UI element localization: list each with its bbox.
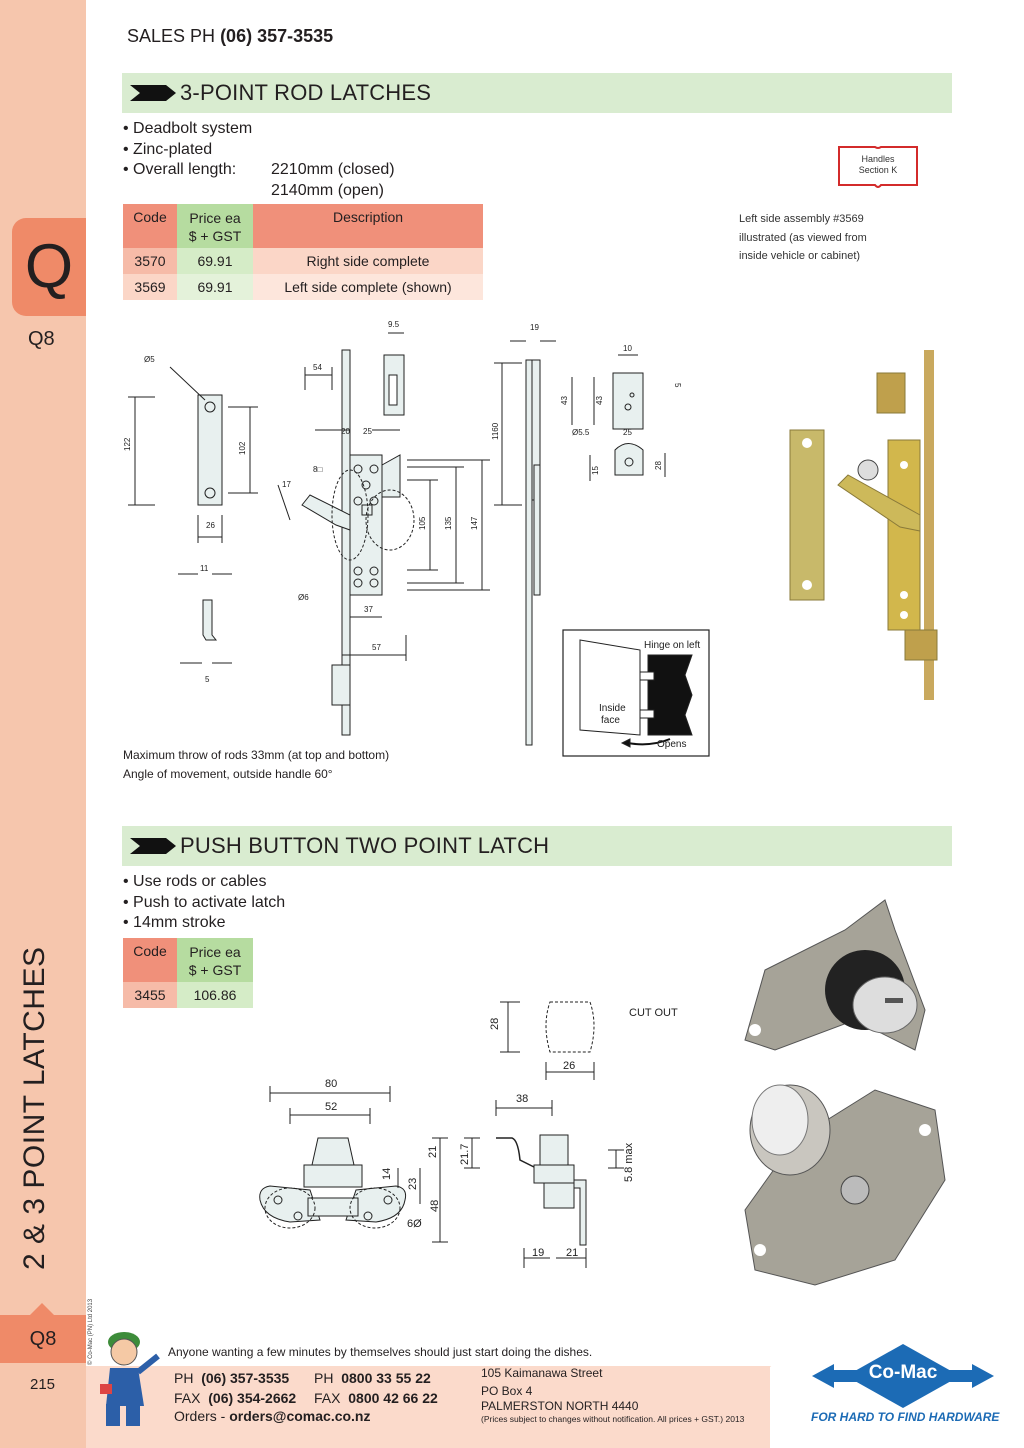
push-button-drawing: 28 26 80 52 21 14 23 48 6Ø 21.7 38 5.8 m…: [259, 1001, 678, 1268]
svg-text:Inside: Inside: [599, 703, 626, 714]
table-row: 3570 69.91 Right side complete: [123, 248, 483, 274]
rod-latch-drawing: Ø5 122 102 26 11 5 54 9.5 20 25 8□ 17 10…: [123, 320, 710, 757]
push-button-photos: [744, 899, 946, 1286]
section-tab-q: Q: [12, 218, 86, 316]
arrow-icon: [130, 85, 176, 101]
list-item: • Use rods or cables: [123, 873, 267, 890]
svg-text:43: 43: [560, 396, 569, 405]
assembly-note: Left side assembly #3569 illustrated (as…: [739, 213, 867, 262]
svg-text:26: 26: [206, 521, 215, 530]
svg-text:21.7: 21.7: [459, 1144, 471, 1165]
svg-text:37: 37: [364, 605, 373, 614]
section1-title: 3-POINT ROD LATCHES: [180, 80, 432, 105]
svg-text:48: 48: [429, 1200, 441, 1212]
overall-length: 2210mm (closed) 2140mm (open): [271, 161, 395, 199]
svg-text:54: 54: [313, 363, 322, 372]
svg-text:28: 28: [654, 461, 663, 470]
svg-text:52: 52: [325, 1101, 337, 1113]
footer-contacts-free: PH 0800 33 55 22 FAX 0800 42 66 22: [314, 1370, 438, 1406]
svg-text:Hinge on left: Hinge on left: [644, 640, 700, 651]
svg-text:102: 102: [238, 441, 247, 455]
footer-address: 105 Kaimanawa Street PO Box 4 PALMERSTON…: [481, 1366, 639, 1413]
throw-notes: Maximum throw of rods 33mm (at top and b…: [123, 748, 390, 781]
svg-text:57: 57: [372, 643, 381, 652]
tab-notch: [30, 1303, 54, 1315]
svg-text:105: 105: [418, 516, 427, 530]
price-table-2: Code Price ea$ + GST 3455 106.86: [123, 938, 253, 1008]
svg-text:10: 10: [623, 344, 632, 353]
footer-tagline: Anyone wanting a few minutes by themselv…: [168, 1345, 593, 1359]
svg-text:20: 20: [341, 427, 350, 436]
svg-text:Ø5.5: Ø5.5: [572, 428, 590, 437]
svg-text:1160: 1160: [491, 422, 500, 440]
list-item: • 14mm stroke: [123, 914, 226, 931]
svg-text:Ø6: Ø6: [298, 593, 309, 602]
list-item: • Deadbolt system: [123, 120, 253, 137]
section-letter: Q: [24, 232, 74, 301]
svg-text:43: 43: [595, 396, 604, 405]
svg-text:Ø5: Ø5: [144, 355, 155, 364]
svg-text:8□: 8□: [313, 465, 322, 474]
col-header-code: Code: [123, 938, 177, 982]
page-code: Q8: [28, 328, 55, 350]
svg-text:6Ø: 6Ø: [407, 1218, 422, 1230]
section2-title: PUSH BUTTON TWO POINT LATCH: [180, 833, 550, 858]
logo-text: Co-Mac: [868, 1362, 938, 1383]
svg-text:147: 147: [470, 516, 479, 530]
col-header-price: Price ea$ + GST: [177, 204, 253, 248]
svg-text:14: 14: [381, 1168, 393, 1180]
svg-text:21: 21: [566, 1247, 578, 1259]
rod-latch-photo: [789, 350, 938, 700]
col-header-description: Description: [253, 204, 483, 248]
svg-text:15: 15: [591, 466, 600, 475]
col-header-code: Code: [123, 204, 177, 248]
logo-slogan: FOR HARD TO FIND HARDWARE: [811, 1410, 1000, 1424]
arrow-icon: [130, 838, 176, 854]
svg-text:19: 19: [532, 1247, 544, 1259]
book-icon: [838, 146, 918, 188]
section1-bullets: • Deadbolt system • Zinc-plated • Overal…: [123, 119, 252, 181]
table-row: 3569 69.91 Left side complete (shown): [123, 274, 483, 300]
svg-text:5: 5: [205, 675, 210, 684]
svg-text:19: 19: [530, 323, 539, 332]
col-header-price: Price ea$ + GST: [177, 938, 253, 982]
svg-text:25: 25: [623, 428, 632, 437]
svg-text:80: 80: [325, 1078, 337, 1090]
svg-text:38: 38: [516, 1093, 528, 1105]
svg-text:122: 122: [123, 437, 132, 451]
svg-text:23: 23: [407, 1178, 419, 1190]
sales-phone-header: SALES PH (06) 357-3535: [127, 26, 334, 46]
orders-email-link[interactable]: orders@comac.co.nz: [229, 1408, 371, 1424]
svg-text:CUT OUT: CUT OUT: [629, 1007, 678, 1019]
section2-bullets: • Use rods or cables • Push to activate …: [123, 872, 285, 934]
list-item: • Zinc-plated: [123, 140, 213, 158]
svg-text:28: 28: [489, 1018, 501, 1030]
mascot-illustration: [100, 1332, 160, 1426]
footer-contacts-local: PH (06) 357-3535 FAX (06) 354-2662: [174, 1370, 297, 1406]
footer-disclaimer: (Prices subject to changes without notif…: [481, 1414, 745, 1424]
svg-text:17: 17: [282, 480, 291, 489]
section-title-vertical: 2 & 3 POINT LATCHES: [18, 946, 51, 1271]
svg-text:5: 5: [673, 383, 682, 388]
section1-header: 3-POINT ROD LATCHES: [122, 73, 952, 113]
bottom-page-code: Q8: [0, 1315, 86, 1363]
price-table-1: Code Price ea$ + GST Description 3570 69…: [123, 204, 483, 300]
svg-text:11: 11: [200, 564, 209, 573]
svg-text:5.8 max: 5.8 max: [623, 1142, 635, 1182]
page-number: 215: [30, 1376, 56, 1393]
svg-text:25: 25: [363, 427, 372, 436]
svg-text:face: face: [601, 715, 620, 726]
list-item: • Push to activate latch: [123, 893, 286, 911]
svg-text:135: 135: [444, 516, 453, 530]
footer-orders: Orders - orders@comac.co.nz: [174, 1408, 371, 1424]
list-item: • Overall length:: [123, 161, 237, 178]
comac-logo: [812, 1344, 994, 1408]
svg-text:9.5: 9.5: [388, 320, 400, 329]
svg-text:26: 26: [563, 1060, 575, 1072]
svg-text:21: 21: [427, 1146, 439, 1158]
section2-header: PUSH BUTTON TWO POINT LATCH: [122, 826, 952, 866]
table-row: 3455 106.86: [123, 982, 253, 1008]
svg-text:Opens: Opens: [657, 739, 686, 750]
